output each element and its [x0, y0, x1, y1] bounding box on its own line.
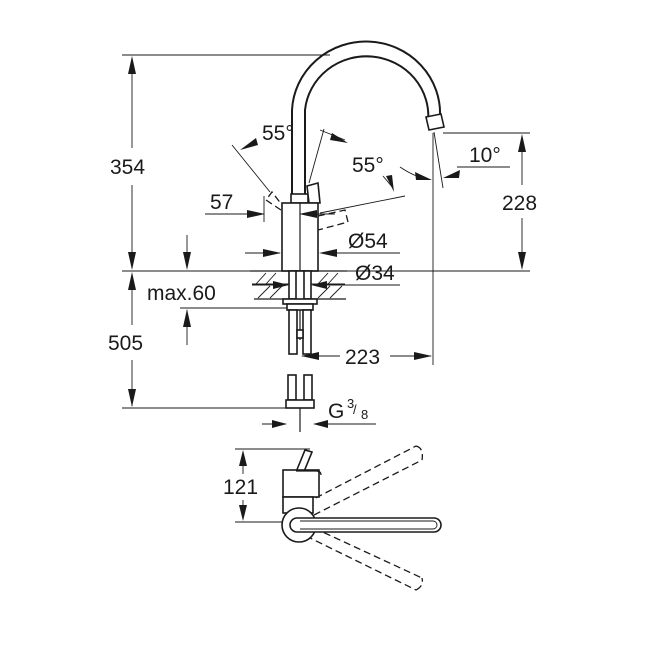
- dim-total-height: 354: [110, 156, 145, 179]
- dim-spout-height: 228: [502, 192, 537, 215]
- faucet-side-view: [250, 40, 445, 432]
- dim-hose-length: 505: [108, 332, 143, 355]
- dim-hole-diameter: Ø34: [355, 262, 395, 285]
- dim-thread-prefix: G: [328, 400, 344, 423]
- countertop-section: [250, 270, 347, 300]
- dim-max-counter-thickness: max.60: [147, 282, 216, 305]
- dimension-labels: 354 228 57 55° 55° 10° Ø54 Ø34 max.60 50…: [108, 122, 537, 499]
- dim-lever-angle-left: 55°: [262, 122, 294, 145]
- dim-thread-num: 3: [347, 396, 354, 411]
- dim-thread-slash: /: [353, 402, 357, 417]
- dimension-lines: [122, 54, 530, 428]
- dim-thread-den: 8: [361, 407, 368, 422]
- dim-spout-tilt: 10°: [469, 144, 501, 167]
- faucet-top-view: [235, 445, 442, 591]
- dim-body-diameter: Ø54: [348, 230, 388, 253]
- dim-top-view-depth: 121: [223, 476, 258, 499]
- dim-lever-angle-right: 55°: [352, 154, 384, 177]
- dim-lever-offset: 57: [210, 191, 233, 214]
- dim-spout-reach: 223: [345, 346, 380, 369]
